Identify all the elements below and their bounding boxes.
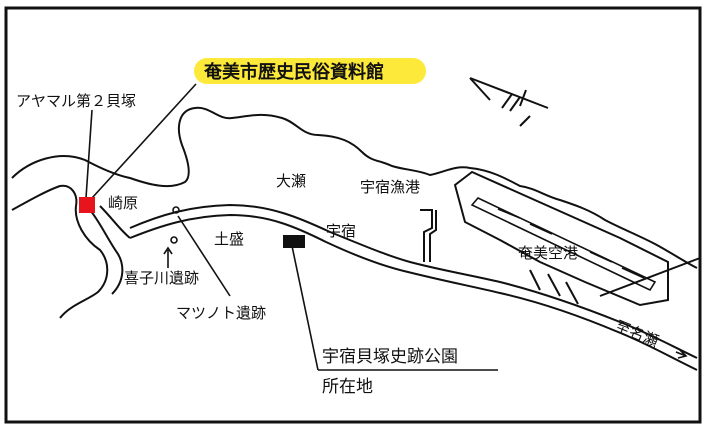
coastline [11, 106, 698, 269]
airport-runway [470, 197, 657, 292]
site-dot-icon [172, 206, 180, 214]
harbor-jetty [420, 209, 437, 262]
north-arrow-icon [469, 77, 549, 127]
label-yadorigyoko: 宇宿漁港 [360, 178, 420, 196]
southern-road-inner [129, 213, 698, 371]
leader-park [291, 245, 319, 371]
runway-mark-4 [621, 267, 645, 279]
runway-mark-1 [497, 208, 521, 219]
museum-marker [79, 197, 95, 213]
southern-road [129, 203, 698, 359]
runway-mark-2 [529, 223, 553, 235]
label-amami-airport: 奄美空港 [518, 244, 578, 262]
airport-road [529, 257, 701, 305]
title-highlight [194, 58, 426, 84]
label-dosei: 土盛 [214, 230, 244, 248]
label-sakibaru: 崎原 [108, 194, 138, 212]
label-ose: 大瀬 [276, 172, 306, 190]
sakibaru-road-2 [99, 205, 131, 239]
label-ayamaru: アヤマル第２貝塚 [16, 92, 136, 110]
runway-mark-3 [589, 251, 613, 263]
label-kaizuka-park: 宇宿貝塚史跡公園 [322, 347, 458, 367]
museum-title: 奄美市歴史民俗資料館 [203, 61, 384, 83]
label-kishikawa: 喜子川遺跡 [124, 269, 199, 287]
label-yadori: 宇宿 [326, 222, 356, 240]
leader-matsunoto [177, 215, 231, 297]
leader-title [91, 83, 197, 199]
airport-outline [453, 170, 669, 307]
label-shozaichi: 所在地 [322, 377, 373, 397]
site-dot-icon-2 [170, 236, 178, 244]
arrow-naze [675, 349, 688, 359]
sakibaru-road [89, 209, 124, 295]
label-matsunoto: マツノト遺跡 [176, 304, 266, 322]
park-marker [283, 235, 305, 248]
sakibaru-coast [11, 184, 109, 319]
leader-ayamaru [85, 109, 93, 199]
arrow-kishikawa [163, 246, 173, 268]
